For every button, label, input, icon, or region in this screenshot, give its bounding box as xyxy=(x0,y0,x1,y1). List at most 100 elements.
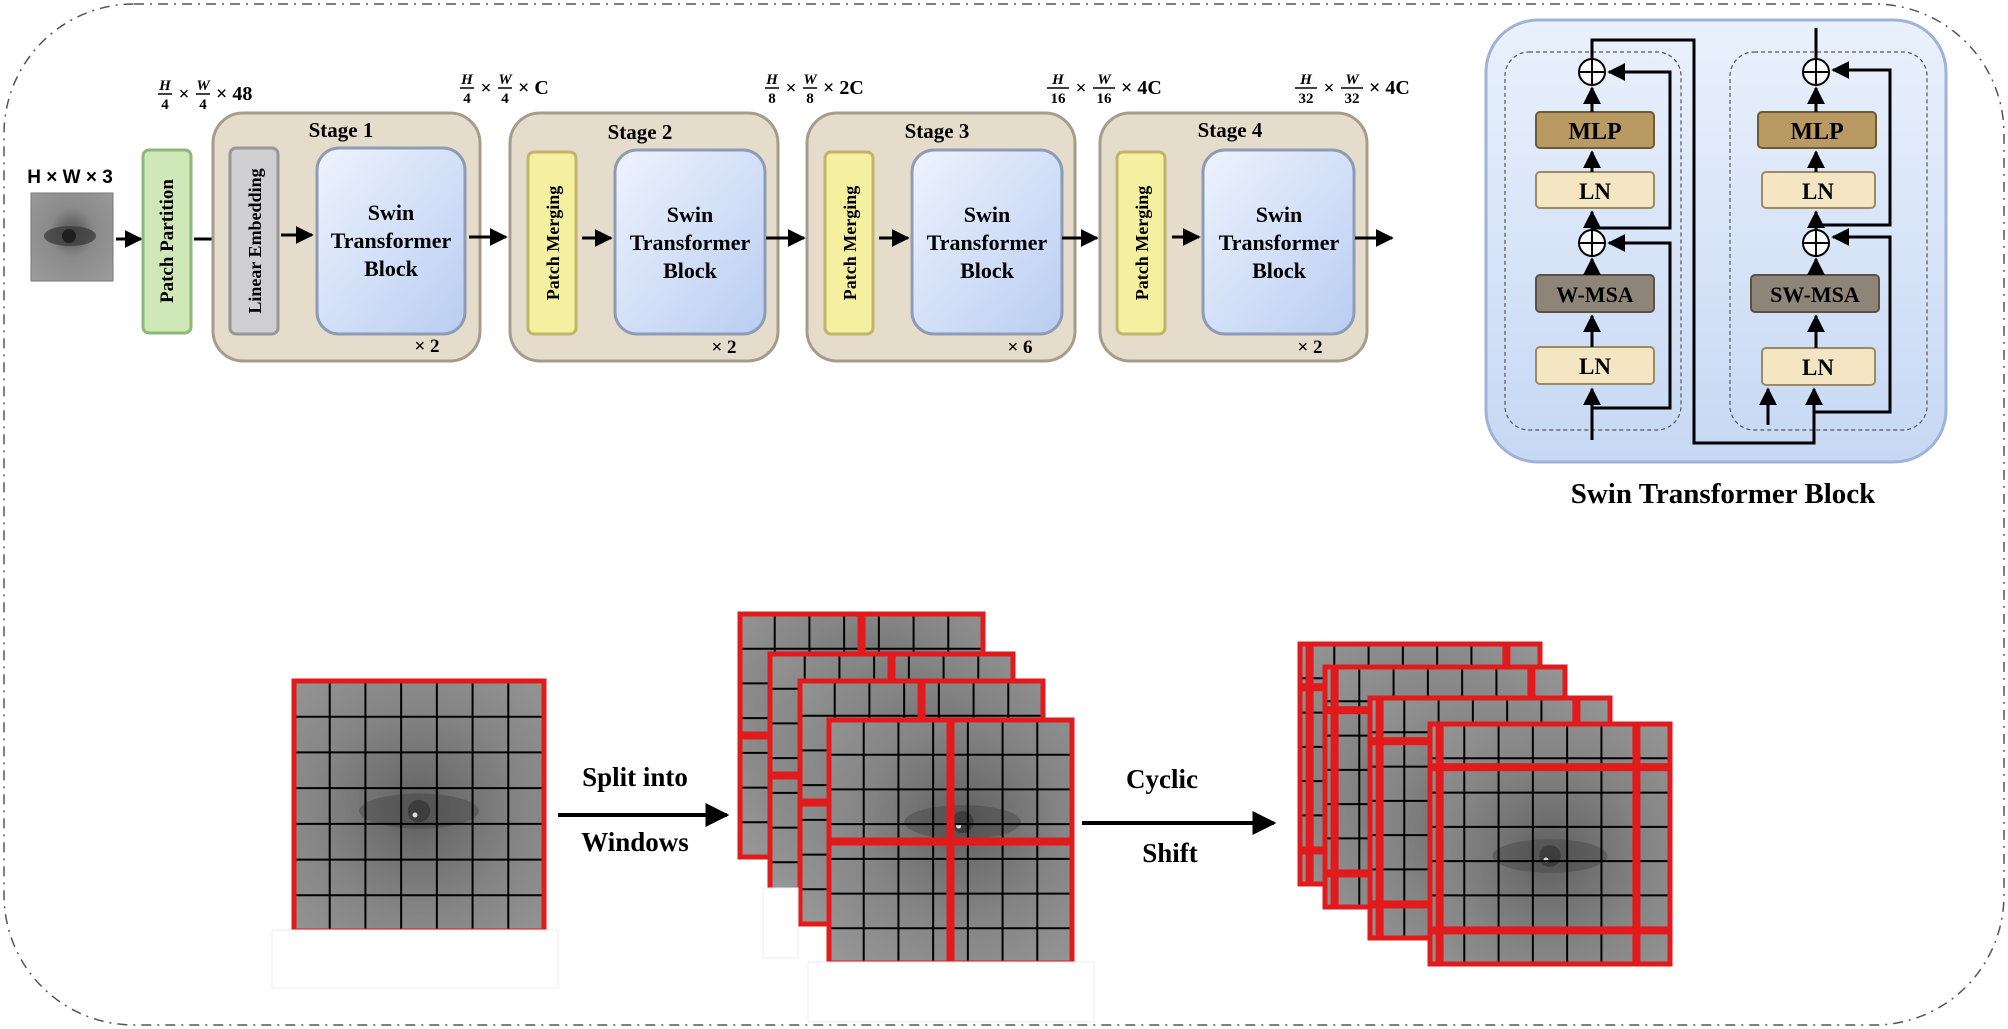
stage-3-merging-label: Patch Merging xyxy=(840,186,860,300)
left-msa-label: W-MSA xyxy=(1556,282,1634,307)
stage-4-block-line3: Block xyxy=(1252,258,1307,283)
stage-2: Stage 2 Patch Merging Swin Transformer B… xyxy=(508,111,780,363)
stage-2-merging-label: Patch Merging xyxy=(543,186,563,300)
swin-block-title: Swin Transformer Block xyxy=(1571,478,1876,510)
stage-1-block-line3: Block xyxy=(364,256,419,281)
dim-label-2-w-denominator: 4 xyxy=(501,91,509,107)
stage-3: Stage 3 Patch Merging Swin Transformer B… xyxy=(805,111,1077,363)
input-dims-label: H × W × 3 xyxy=(27,167,113,188)
split-window-stack xyxy=(737,611,1075,966)
dim-label-1: H 4 × W 4 × 48 xyxy=(158,78,252,113)
right-mlp-label: MLP xyxy=(1790,119,1843,145)
shift-label-line2: Shift xyxy=(1142,838,1198,868)
dim-label-5-times: × xyxy=(1324,78,1335,99)
right-add-mid-icon xyxy=(1802,229,1830,257)
dim-label-4-w-numerator: W xyxy=(1097,72,1112,88)
swin-block-panel: MLP LN W-MSA LN MLP LN SW-MSA LN xyxy=(1484,18,1948,464)
left-ln-top-label: LN xyxy=(1579,179,1611,204)
dim-label-5-tail: × 4C xyxy=(1369,77,1410,99)
dim-label-1-h-numerator: H xyxy=(158,78,172,94)
dim-label-4-h-denominator: 16 xyxy=(1051,91,1067,107)
stage-2-repeat: × 2 xyxy=(711,337,736,358)
shift-label-line1: Cyclic xyxy=(1126,764,1198,794)
stage-1-block-line2: Transformer xyxy=(331,228,452,253)
original-grid xyxy=(291,678,547,934)
stage-4-title: Stage 4 xyxy=(1198,118,1263,142)
dim-label-2-tail: × C xyxy=(518,77,549,99)
original-map-shadow xyxy=(271,929,559,989)
shifted-window-stack xyxy=(1297,641,1673,967)
stage-3-block-line1: Swin xyxy=(964,202,1010,227)
left-to-right-connector xyxy=(1590,38,1823,445)
left-ln-bottom-label: LN xyxy=(1579,354,1611,379)
dim-label-2-w-numerator: W xyxy=(498,72,513,88)
left-flow-lines xyxy=(1583,63,1672,440)
stage-1-title: Stage 1 xyxy=(309,118,374,142)
dim-label-2-times: × xyxy=(481,78,492,99)
dim-label-5-w-denominator: 32 xyxy=(1345,91,1360,107)
patch-partition-label: Patch Partition xyxy=(157,179,178,303)
dim-label-1-tail: × 48 xyxy=(216,83,252,105)
stage-2-title: Stage 2 xyxy=(608,120,673,144)
stage-4-block-line1: Swin xyxy=(1256,202,1302,227)
patch-partition-box: Patch Partition xyxy=(141,148,193,335)
dimension-labels: H 4 × W 4 × 48 H 4 × W 4 × C H 8 × W 8 × 2C H 16 × W 16 × 4C H 32… xyxy=(158,72,1410,113)
stage-2-block-line1: Swin xyxy=(667,202,713,227)
split-window-4 xyxy=(826,717,1075,966)
dim-label-4-h-numerator: H xyxy=(1051,72,1065,88)
stage-3-repeat: × 6 xyxy=(1007,337,1032,358)
dim-label-3-w-numerator: W xyxy=(803,72,818,88)
stage-4: Stage 4 Patch Merging Swin Transformer B… xyxy=(1098,111,1369,363)
dim-label-5-h-numerator: H xyxy=(1299,72,1313,88)
left-add-mid-icon xyxy=(1578,229,1606,257)
stage-3-block-line3: Block xyxy=(960,258,1015,283)
left-add-top-icon xyxy=(1578,58,1606,86)
dim-label-2-h-numerator: H xyxy=(460,72,474,88)
dim-label-3-tail: × 2C xyxy=(823,77,864,99)
stage-4-repeat: × 2 xyxy=(1297,337,1322,358)
stage-1-block-line1: Swin xyxy=(368,200,414,225)
dim-label-4-tail: × 4C xyxy=(1121,77,1162,99)
dim-label-1-w-numerator: W xyxy=(196,78,211,94)
dim-label-1-w-denominator: 4 xyxy=(199,97,207,113)
stage-3-title: Stage 3 xyxy=(905,119,970,143)
dim-label-5-w-numerator: W xyxy=(1345,72,1360,88)
split-stack-shadow xyxy=(807,961,1095,1023)
right-ln-top-box xyxy=(1761,171,1876,209)
right-flow-lines xyxy=(1759,28,1892,425)
right-ln-top-label: LN xyxy=(1802,179,1834,204)
dim-label-2: H 4 × W 4 × C xyxy=(460,72,549,107)
stage-3-block-line2: Transformer xyxy=(927,230,1048,255)
stage-2-block-line2: Transformer xyxy=(630,230,751,255)
dim-label-1-times: × xyxy=(179,84,190,105)
input-eye-image xyxy=(30,192,114,282)
dim-label-3-times: × xyxy=(786,78,797,99)
dim-label-5-h-denominator: 32 xyxy=(1299,91,1314,107)
stage-4-block-line2: Transformer xyxy=(1219,230,1340,255)
shifted-window-4 xyxy=(1427,721,1673,967)
dim-label-3-w-denominator: 8 xyxy=(806,91,814,107)
dim-label-3-h-denominator: 8 xyxy=(768,91,776,107)
split-label-line2: Windows xyxy=(581,827,689,857)
dim-label-4: H 16 × W 16 × 4C xyxy=(1047,72,1162,107)
outer-frame xyxy=(3,3,2005,1026)
stage-1: Stage 1 Linear Embedding Swin Transforme… xyxy=(211,111,482,363)
stage-4-merging-label: Patch Merging xyxy=(1132,186,1152,300)
stage-1-repeat: × 2 xyxy=(414,336,439,357)
dim-label-4-w-denominator: 16 xyxy=(1097,91,1113,107)
dim-label-3-h-numerator: H xyxy=(765,72,779,88)
left-mlp-box xyxy=(1535,111,1655,149)
right-ln-bottom-label: LN xyxy=(1802,355,1834,380)
left-ln-top-box xyxy=(1535,171,1655,209)
right-ln-bottom-box xyxy=(1761,347,1876,386)
dim-label-4-times: × xyxy=(1076,78,1087,99)
dim-label-1-h-denominator: 4 xyxy=(161,97,169,113)
dim-label-5: H 32 × W 32 × 4C xyxy=(1295,72,1410,107)
split-label-line1: Split into xyxy=(582,762,688,792)
linear-embedding-label: Linear Embedding xyxy=(245,168,265,313)
left-mlp-label: MLP xyxy=(1568,119,1621,145)
dim-label-3: H 8 × W 8 × 2C xyxy=(765,72,864,107)
dim-label-2-h-denominator: 4 xyxy=(463,91,471,107)
original-feature-map xyxy=(291,678,547,934)
